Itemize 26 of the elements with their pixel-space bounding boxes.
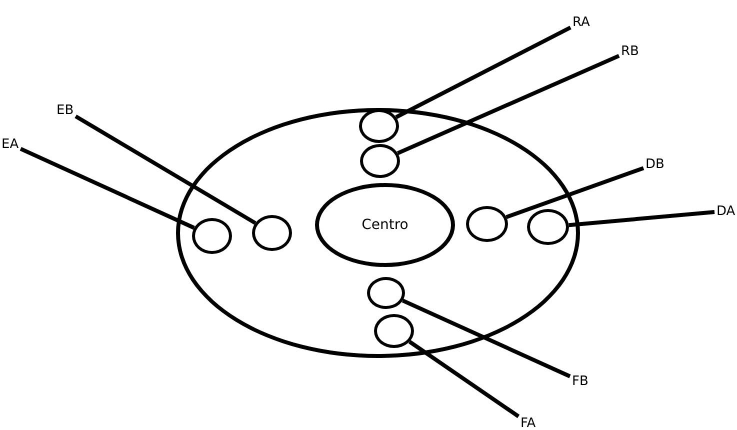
label-text: DB [646, 156, 664, 172]
small-circle [527, 209, 569, 245]
small-circle [252, 215, 292, 251]
label-text: FA [520, 416, 536, 430]
leader-line [568, 210, 715, 228]
outer-ellipse [176, 108, 580, 358]
small-circle [367, 277, 405, 309]
leader-line [74, 114, 256, 225]
label-text: FB [572, 374, 588, 388]
leader-line [506, 166, 644, 219]
small-circle [360, 144, 400, 178]
label-text: DA [716, 204, 736, 218]
label-text: RB [621, 44, 639, 58]
center-ellipse: Centro [315, 183, 455, 267]
leader-line [20, 146, 195, 230]
small-circle [192, 218, 232, 254]
small-circle [466, 206, 508, 242]
leader-line [408, 340, 520, 418]
small-circle [359, 109, 399, 143]
leader-line [395, 26, 572, 119]
leader-line [396, 54, 620, 156]
label-text: RA [572, 14, 590, 30]
label-text: EA [2, 136, 19, 152]
small-circle [374, 314, 414, 348]
label-text: EB [56, 102, 74, 118]
leader-line [402, 298, 571, 378]
